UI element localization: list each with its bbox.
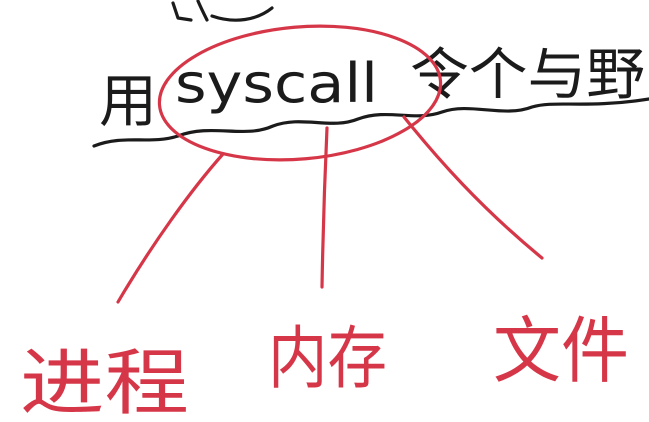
- top-rest-text: 令个与野: [410, 43, 645, 108]
- top-scribble-fragment: [171, 0, 274, 22]
- top-term-syscall: syscall: [175, 52, 378, 115]
- branch-line-memory: [320, 126, 329, 289]
- branch-label-file: 文件: [493, 309, 629, 393]
- branch-line-process: [116, 152, 225, 304]
- branch-label-process: 进程: [20, 341, 189, 422]
- top-left-glyph: 用: [99, 67, 157, 135]
- syscall-highlight-ellipse: [157, 24, 443, 162]
- branch-label-memory: 内存: [268, 320, 387, 399]
- branch-line-file: [402, 115, 544, 260]
